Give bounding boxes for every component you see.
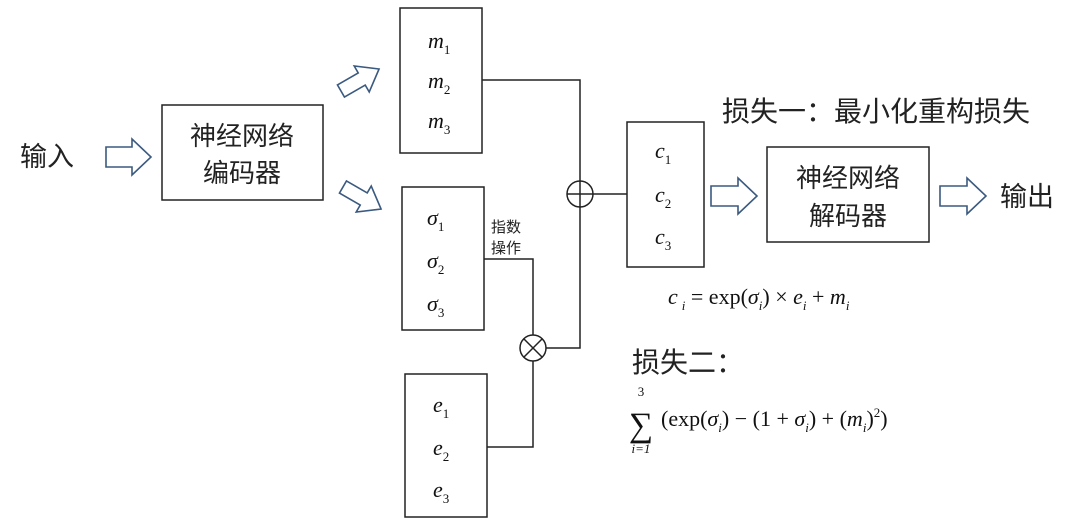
encoder-to-sigma-arrow-icon (338, 179, 383, 213)
loss2-label: 损失二： (632, 346, 744, 379)
sum-upper-limit: 3 (638, 384, 645, 399)
c-box (626, 121, 705, 268)
input-label: 输入 (20, 142, 74, 173)
output-arrow-icon (939, 176, 988, 216)
sigma3-var: σ3 (427, 291, 444, 320)
formula-loss2: 3 ∑ i=1 (exp(σi) − (1 + σi) + (mi)2) (629, 384, 888, 456)
plus-operator-icon (566, 180, 594, 208)
m3-var: m3 (428, 108, 450, 137)
m2-var: m2 (428, 68, 450, 97)
decoder-label-line1: 神经网络 (796, 164, 900, 194)
encoder-to-m-arrow-icon (336, 65, 381, 99)
sigma1-var: σ1 (427, 205, 444, 234)
decoder-label-line2: 解码器 (809, 202, 887, 232)
m-box (399, 7, 483, 154)
sum-lower-limit: i=1 (632, 441, 651, 456)
e2-var: e2 (433, 435, 449, 464)
input-arrow-icon (105, 137, 153, 177)
encoder-box (161, 104, 324, 201)
encoder-label-line2: 编码器 (203, 159, 281, 189)
m1-var: m1 (428, 28, 450, 57)
m-to-plus-line (482, 79, 581, 181)
encoder-label-line1: 神经网络 (190, 122, 294, 152)
exp-op-label-line2: 操作 (491, 239, 521, 257)
c1-var: c1 (655, 138, 671, 167)
sigma-to-times-line (484, 258, 534, 335)
sum-icon: ∑ (629, 407, 653, 444)
exp-op-label-line1: 指数 (491, 218, 521, 236)
times-operator-icon (519, 334, 547, 362)
loss1-label: 损失一：最小化重构损失 (722, 95, 1030, 128)
c2-var: c2 (655, 182, 671, 211)
e-to-times-line (487, 361, 534, 448)
e3-var: e3 (433, 477, 449, 506)
sigma2-var: σ2 (427, 248, 444, 277)
c-to-decoder-arrow-icon (710, 176, 759, 216)
loss2-expression: (exp(σi) − (1 + σi) + (mi)2) (661, 405, 888, 435)
e-box (404, 373, 488, 518)
decoder-box (766, 146, 930, 243)
e1-var: e1 (433, 392, 449, 421)
c3-var: c3 (655, 224, 671, 253)
times-to-plus-line (546, 207, 581, 349)
output-label: 输出 (1000, 182, 1054, 213)
